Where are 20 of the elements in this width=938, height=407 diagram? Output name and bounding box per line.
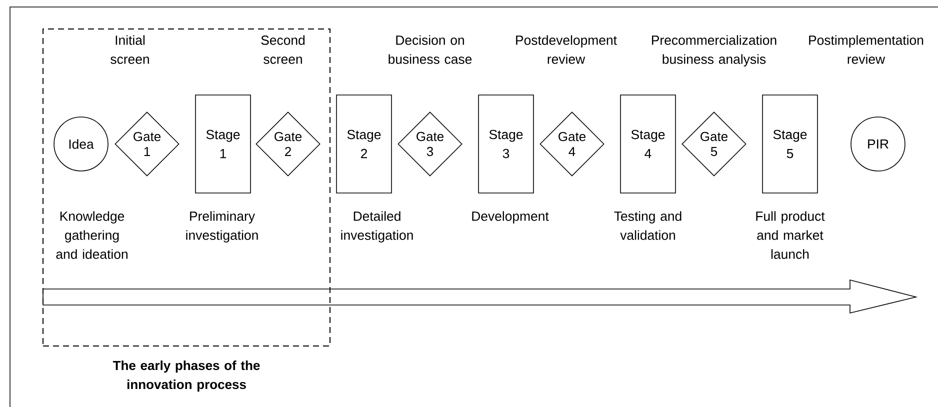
gate-label: Postdevelopment review [516,35,617,64]
gate-label: Second screen [261,35,305,64]
circle-node: Idea [54,116,108,172]
stage-box: Stage 5 [762,94,818,194]
stage-caption: Preliminary investigation [186,211,258,242]
stage-box: Stage 4 [620,94,676,194]
circle-node: PIR [850,116,906,172]
stage-caption: Development [472,211,549,224]
stage-box: Stage 3 [478,94,534,194]
stage-box: Stage 1 [195,94,251,194]
stage-box: Stage 2 [336,94,392,194]
gate-label: Precommercialization business analysis [652,35,776,66]
stage-caption: Testing and validation [614,211,682,240]
gate-label: Postimplementation review [809,35,924,64]
phase-heading: The early phases of the innovation process [112,360,260,392]
gate-label: Initial screen [110,35,149,64]
stage-caption: Knowledge gathering and ideation [56,211,128,259]
gate-label: Decision on business case [388,35,472,64]
stage-caption: Detailed investigation [341,211,413,242]
stage-caption: Full product and market launch [756,211,825,259]
